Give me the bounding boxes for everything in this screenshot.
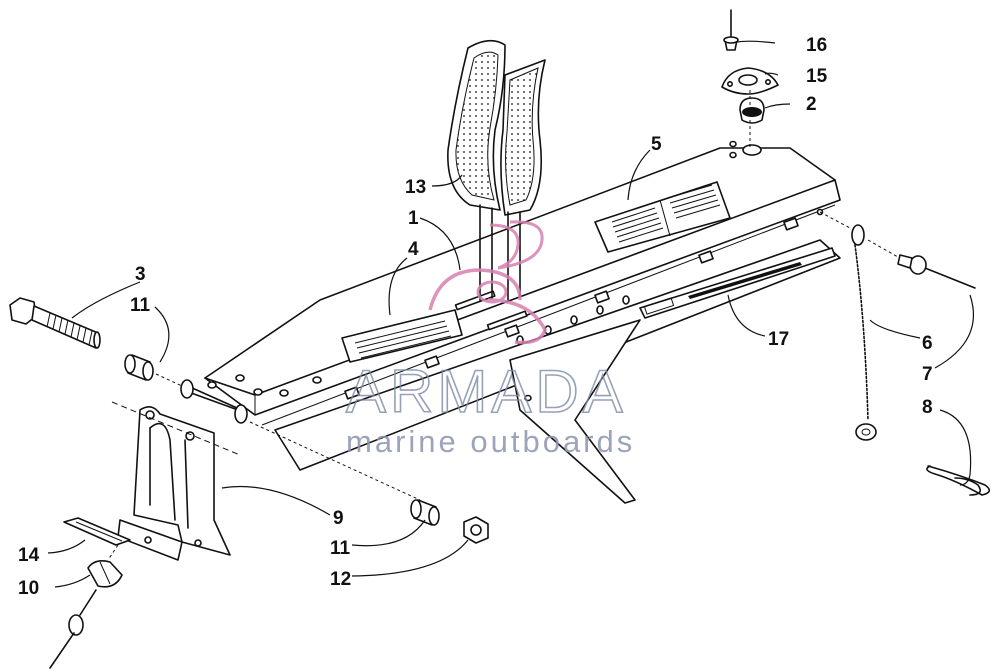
- part-12-nut: [463, 516, 489, 544]
- upper-mount-hole: [742, 144, 762, 156]
- callout-11-lower: 11: [330, 538, 351, 559]
- part-11-bushing-upper: [124, 354, 154, 381]
- part-14-pad: [63, 517, 131, 546]
- armada-watermark: ARMADA marine outboards: [345, 220, 635, 459]
- leader-lines: [47, 40, 974, 588]
- callout-6: 6: [922, 333, 933, 354]
- callout-17: 17: [768, 329, 789, 350]
- callout-7: 7: [922, 364, 933, 385]
- callout-numbers: 16 15 2 5 13 1 4 17 6 7 8 3 11 9 11 12 1…: [18, 35, 933, 599]
- board-keel: [509, 319, 641, 504]
- hinge-knuckles: [344, 217, 799, 400]
- callout-8: 8: [922, 397, 933, 418]
- callout-3: 3: [135, 264, 146, 285]
- watermark-brand: ARMADA: [346, 358, 627, 425]
- part-3-bolt: [9, 297, 101, 349]
- callout-1: 1: [408, 208, 419, 229]
- part-10-rivet: [49, 544, 123, 669]
- callout-16: 16: [806, 35, 827, 56]
- callout-12: 12: [330, 569, 351, 590]
- callout-10: 10: [18, 578, 39, 599]
- callout-14: 14: [18, 545, 40, 566]
- callout-13: 13: [405, 177, 426, 198]
- watermark-tagline: marine outboards: [346, 424, 635, 459]
- part-6-lanyard: [819, 211, 877, 441]
- part-15-flange: [721, 67, 779, 95]
- callout-11-upper: 11: [130, 295, 151, 316]
- pedal-mount-slots: [454, 290, 528, 331]
- part-7-pin: [867, 239, 976, 289]
- callout-5: 5: [651, 134, 662, 155]
- part-9-bracket: [117, 406, 231, 561]
- callout-9: 9: [333, 508, 344, 529]
- decal-4: [341, 309, 463, 363]
- board-tube: [180, 379, 248, 424]
- part-16-screw: [723, 9, 739, 51]
- decal-17: [639, 247, 836, 319]
- callout-2: 2: [806, 94, 817, 115]
- armada-logo-icon: [428, 220, 547, 345]
- pedal: [447, 39, 546, 301]
- callout-15: 15: [806, 66, 828, 87]
- part-11-bushing-lower: [410, 499, 440, 526]
- decal-5: [594, 181, 731, 253]
- callout-4: 4: [408, 239, 419, 260]
- part-8-clip: [926, 465, 991, 496]
- part-2-grommet: [739, 97, 765, 124]
